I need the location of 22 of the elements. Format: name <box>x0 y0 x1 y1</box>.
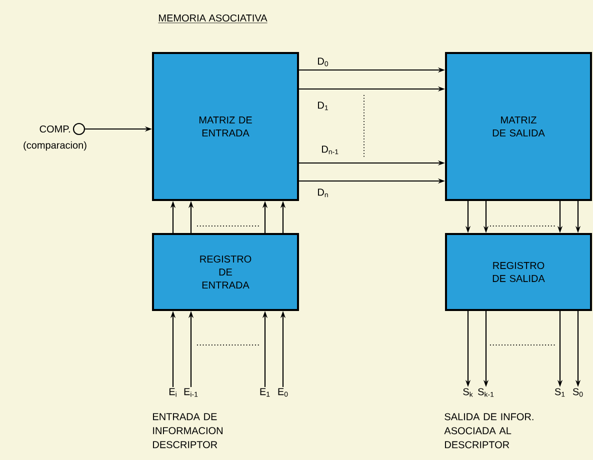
signal-label: (comparacion) <box>24 141 86 151</box>
caption-text: ENTRADA DE INFORMACION DESCRIPTOR <box>153 413 222 448</box>
signal-label: E$_{1}$ <box>260 388 270 397</box>
block-box: REGISTRO DE ENTRADA <box>152 233 299 311</box>
signal-label: S$_{k-1}$ <box>478 388 494 397</box>
signal-label: S$_{1}$ <box>554 388 565 397</box>
edge-label: D$_{1}$ <box>316 100 330 112</box>
signal-label: E$_{i}$ <box>169 388 176 397</box>
signal-label: E$_{0}$ <box>278 388 288 397</box>
edge-label: D$_{0}$ <box>316 56 330 68</box>
block-box: REGISTRO DE SALIDA <box>445 233 592 311</box>
block-box: MATRIZ DE ENTRADA <box>152 52 299 201</box>
signal-label: S$_{k}$ <box>463 388 473 397</box>
signal-label: E$_{i-1}$ <box>184 388 198 397</box>
signal-label: S$_{0}$ <box>572 388 583 397</box>
title: MEMORIA ASOCIATIVA <box>158 14 268 24</box>
signal-label: COMP. <box>40 125 70 133</box>
block-box: MATRIZ DE SALIDA <box>445 52 592 201</box>
terminal-circle <box>72 122 86 136</box>
caption-text: SALIDA DE INFOR. ASOCIADA AL DESCRIPTOR <box>444 413 534 448</box>
edge-label: D$_{n}$ <box>316 188 330 198</box>
edge-label: D$_{n-1}$ <box>320 144 340 156</box>
